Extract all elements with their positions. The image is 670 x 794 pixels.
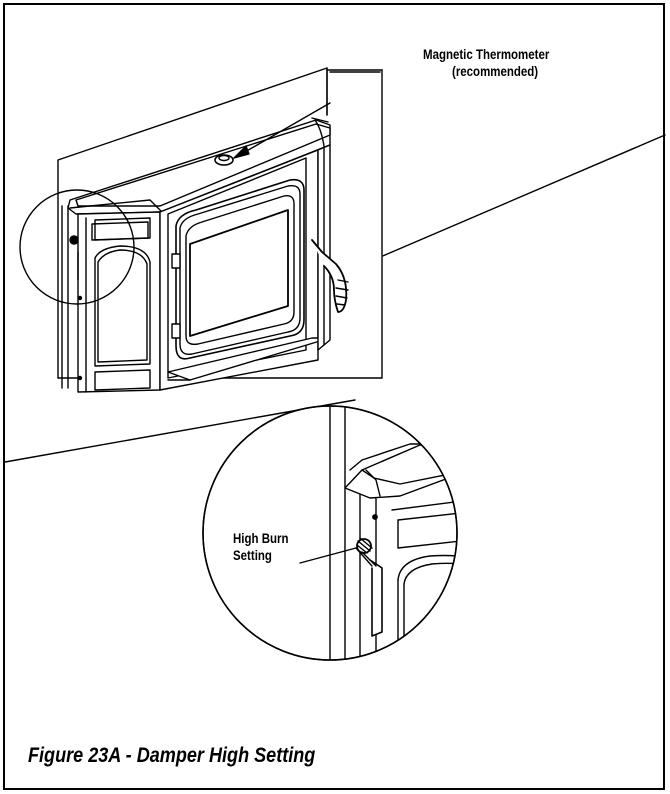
thermometer-icon [214, 154, 234, 166]
high-burn-label-line1: High Burn [233, 530, 289, 546]
high-burn-label-line2: Setting [233, 547, 272, 563]
detail-circle-small [19, 189, 135, 305]
thermometer-label-line1: Magnetic Thermometer [423, 46, 550, 62]
high-burn-leader-line [299, 547, 357, 564]
stove-front [159, 149, 331, 391]
figure-caption: Figure 23A - Damper High Setting [28, 744, 316, 767]
thermometer-leader-arrow [233, 102, 331, 159]
stove-left-side [61, 205, 161, 393]
thermometer-label-line2: (recommended) [452, 63, 539, 79]
stove-right-side [311, 144, 349, 351]
